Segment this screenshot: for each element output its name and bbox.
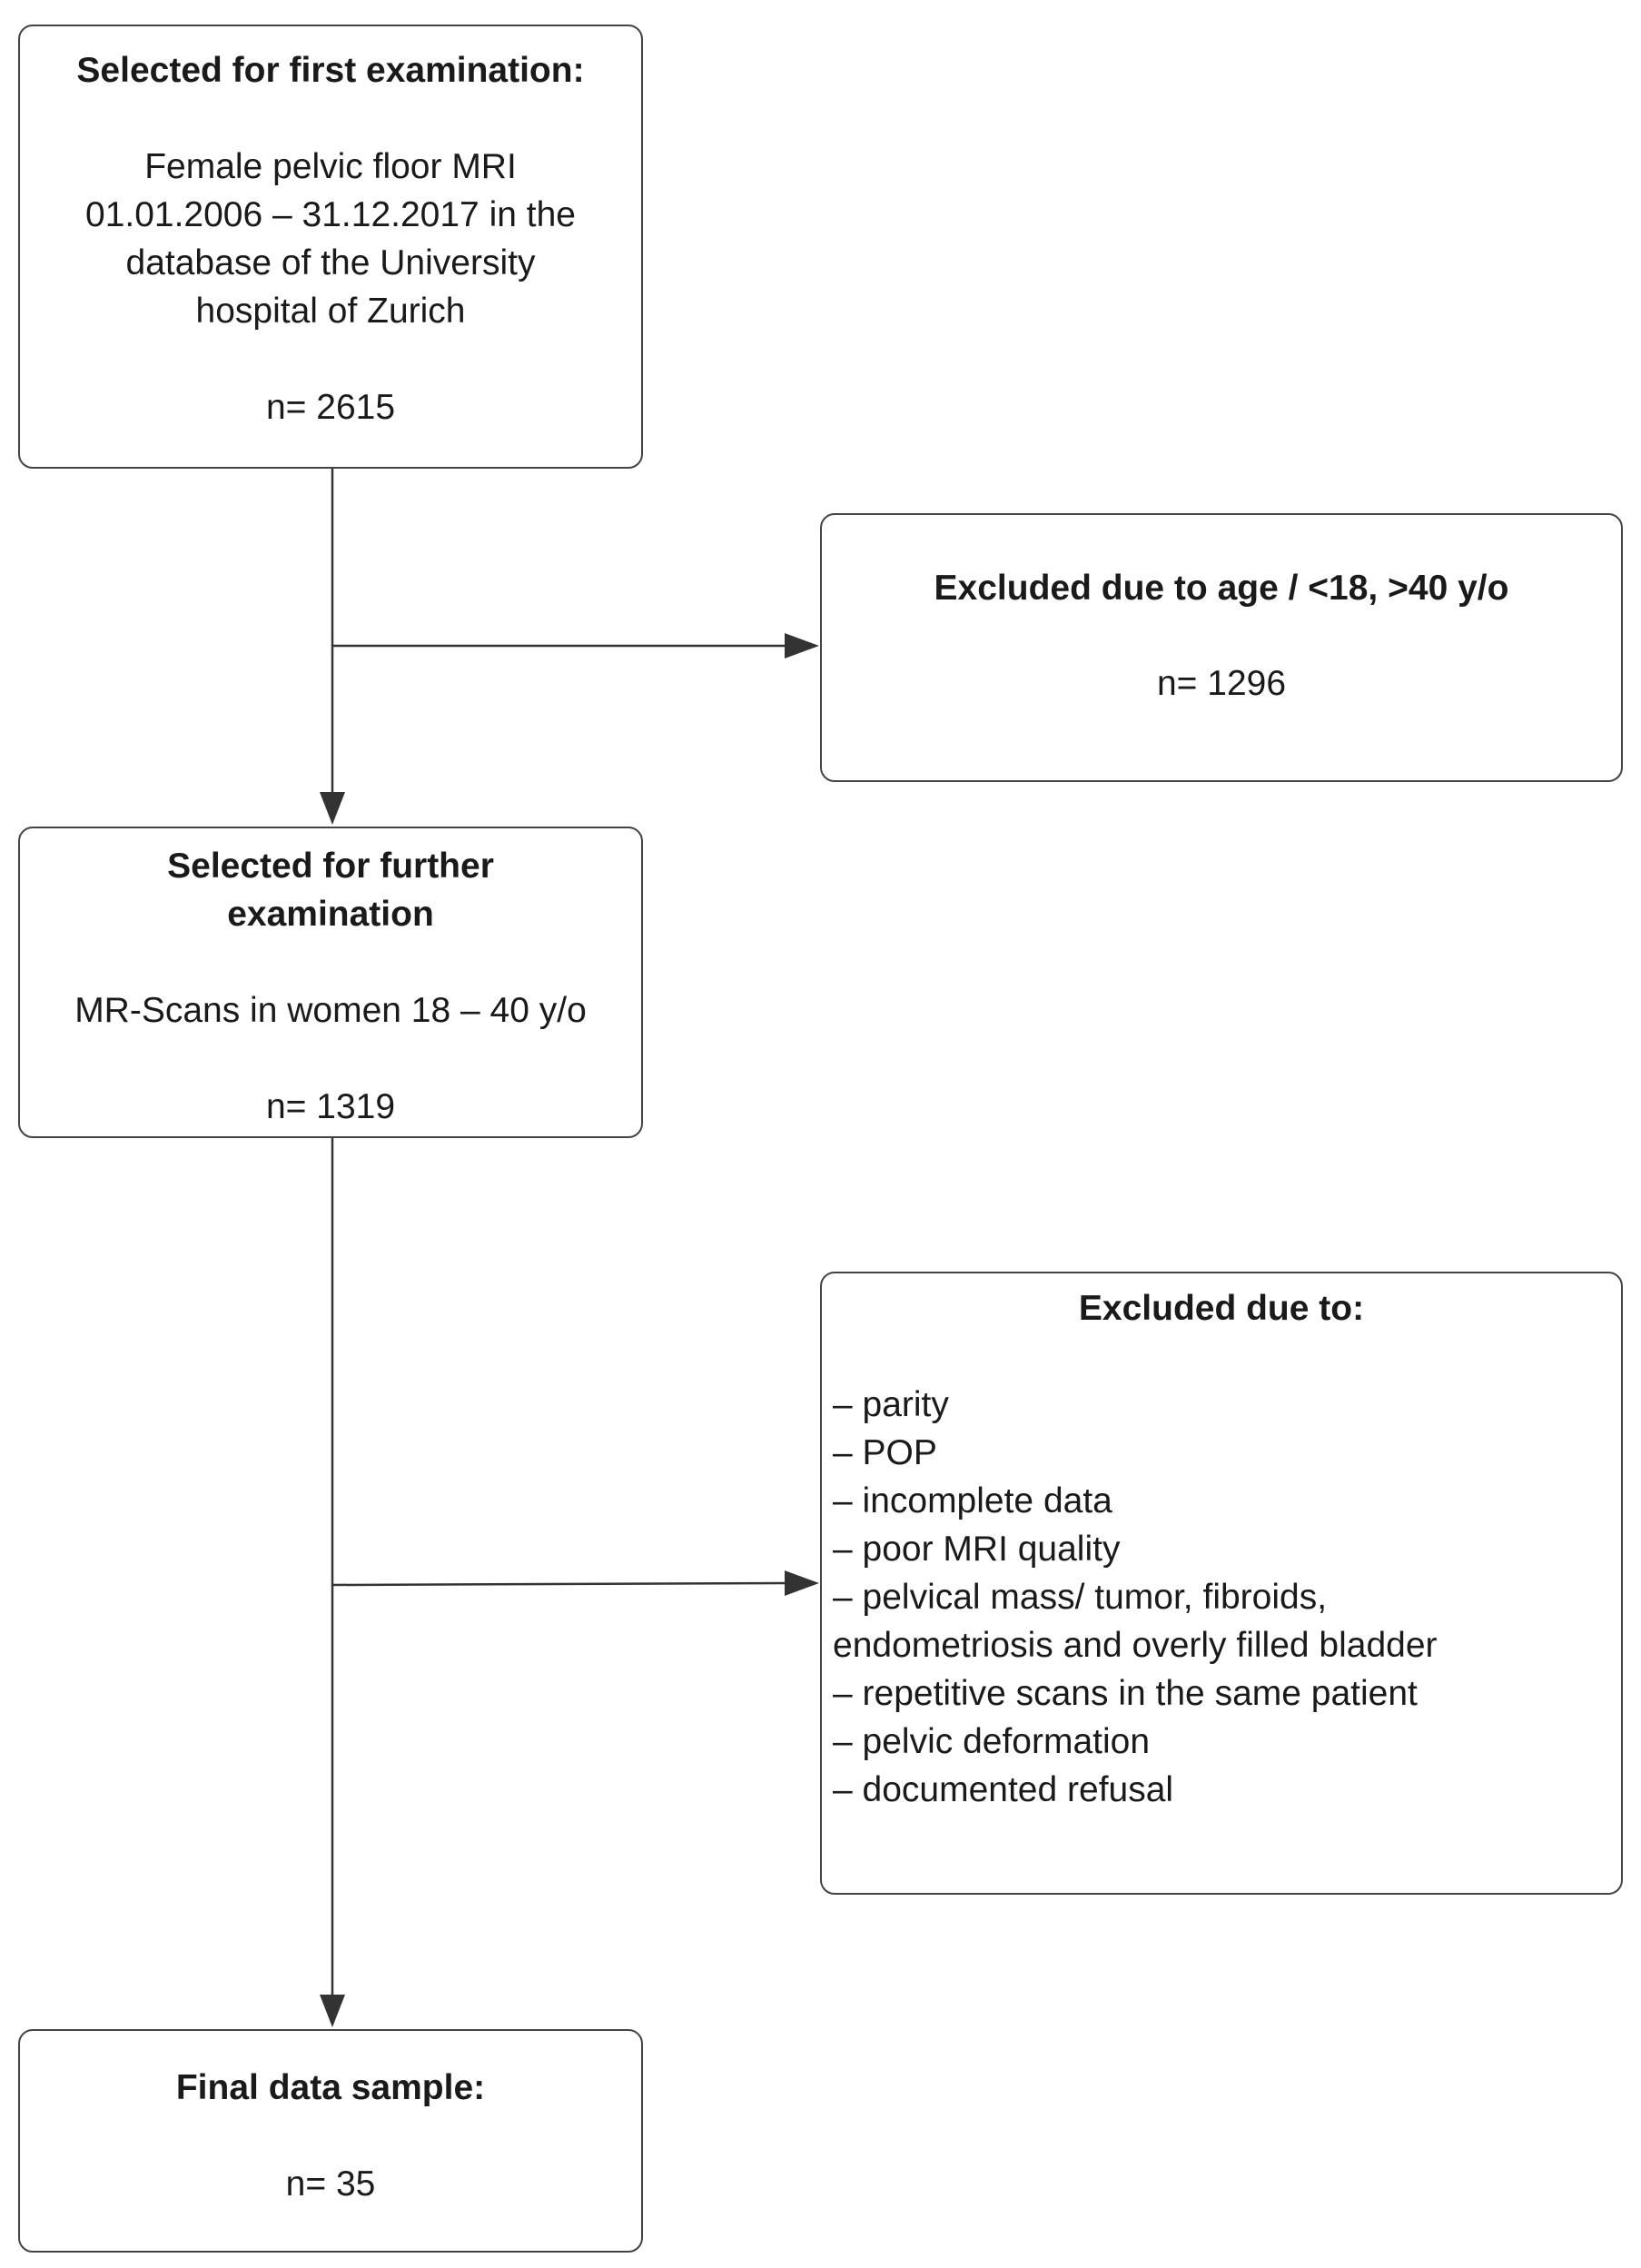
box-first-count: n= 2615 bbox=[265, 388, 396, 427]
exclusion-reason-item: – parity bbox=[833, 1385, 949, 1424]
box-age-count: n= 1296 bbox=[1156, 664, 1287, 703]
arrowhead-excluded-reasons bbox=[785, 1570, 819, 1596]
box-excluded-age: Excluded due to age / <18, >40 y/o n= 12… bbox=[820, 513, 1623, 782]
box-first-title: Selected for first examination: bbox=[76, 51, 585, 90]
box-age-title: Excluded due to age / <18, >40 y/o bbox=[934, 569, 1509, 608]
connector-branch-excluded bbox=[331, 1581, 786, 1587]
box-first-line-4: hospital of Zurich bbox=[195, 292, 466, 331]
box-further-title-line-1: Selected for further bbox=[167, 847, 494, 886]
box-first-line-3: database of the University bbox=[125, 243, 536, 282]
arrowhead-final bbox=[320, 1995, 345, 2027]
box-first-line-2: 01.01.2006 – 31.12.2017 in the bbox=[85, 195, 576, 234]
exclusion-reason-item: – pelvic deformation bbox=[833, 1722, 1151, 1761]
box-final-data-sample: Final data sample: n= 35 bbox=[18, 2029, 643, 2253]
arrowhead-further bbox=[320, 792, 345, 825]
exclusion-reason-item: – documented refusal bbox=[833, 1770, 1174, 1809]
exclusion-reason-item: endometriosis and overly filled bladder bbox=[833, 1626, 1438, 1665]
arrowhead-excluded-age bbox=[785, 633, 819, 659]
box-further-count: n= 1319 bbox=[265, 1087, 396, 1126]
box-selected-first-examination: Selected for first examination: Female p… bbox=[18, 25, 643, 469]
box-first-line-1: Female pelvic floor MRI bbox=[144, 147, 517, 186]
box-excluded-reasons: Excluded due to: – parity – POP – incomp… bbox=[820, 1272, 1623, 1895]
box-final-count: n= 35 bbox=[285, 2164, 376, 2204]
box-selected-further-examination: Selected for further examination MR-Scan… bbox=[18, 827, 643, 1138]
box-final-title: Final data sample: bbox=[175, 2068, 486, 2107]
box-further-description: MR-Scans in women 18 – 40 y/o bbox=[74, 991, 587, 1030]
exclusion-reason-item: – pelvical mass/ tumor, fibroids, bbox=[833, 1578, 1328, 1617]
box-further-title-line-2: examination bbox=[227, 895, 434, 934]
exclusion-reason-item: – incomplete data bbox=[833, 1481, 1112, 1520]
box-excluded-title: Excluded due to: bbox=[1078, 1289, 1365, 1328]
exclusion-reason-item: – POP bbox=[833, 1433, 937, 1472]
exclusion-reason-item: – repetitive scans in the same patient bbox=[833, 1674, 1418, 1713]
exclusion-reason-item: – poor MRI quality bbox=[833, 1530, 1121, 1569]
